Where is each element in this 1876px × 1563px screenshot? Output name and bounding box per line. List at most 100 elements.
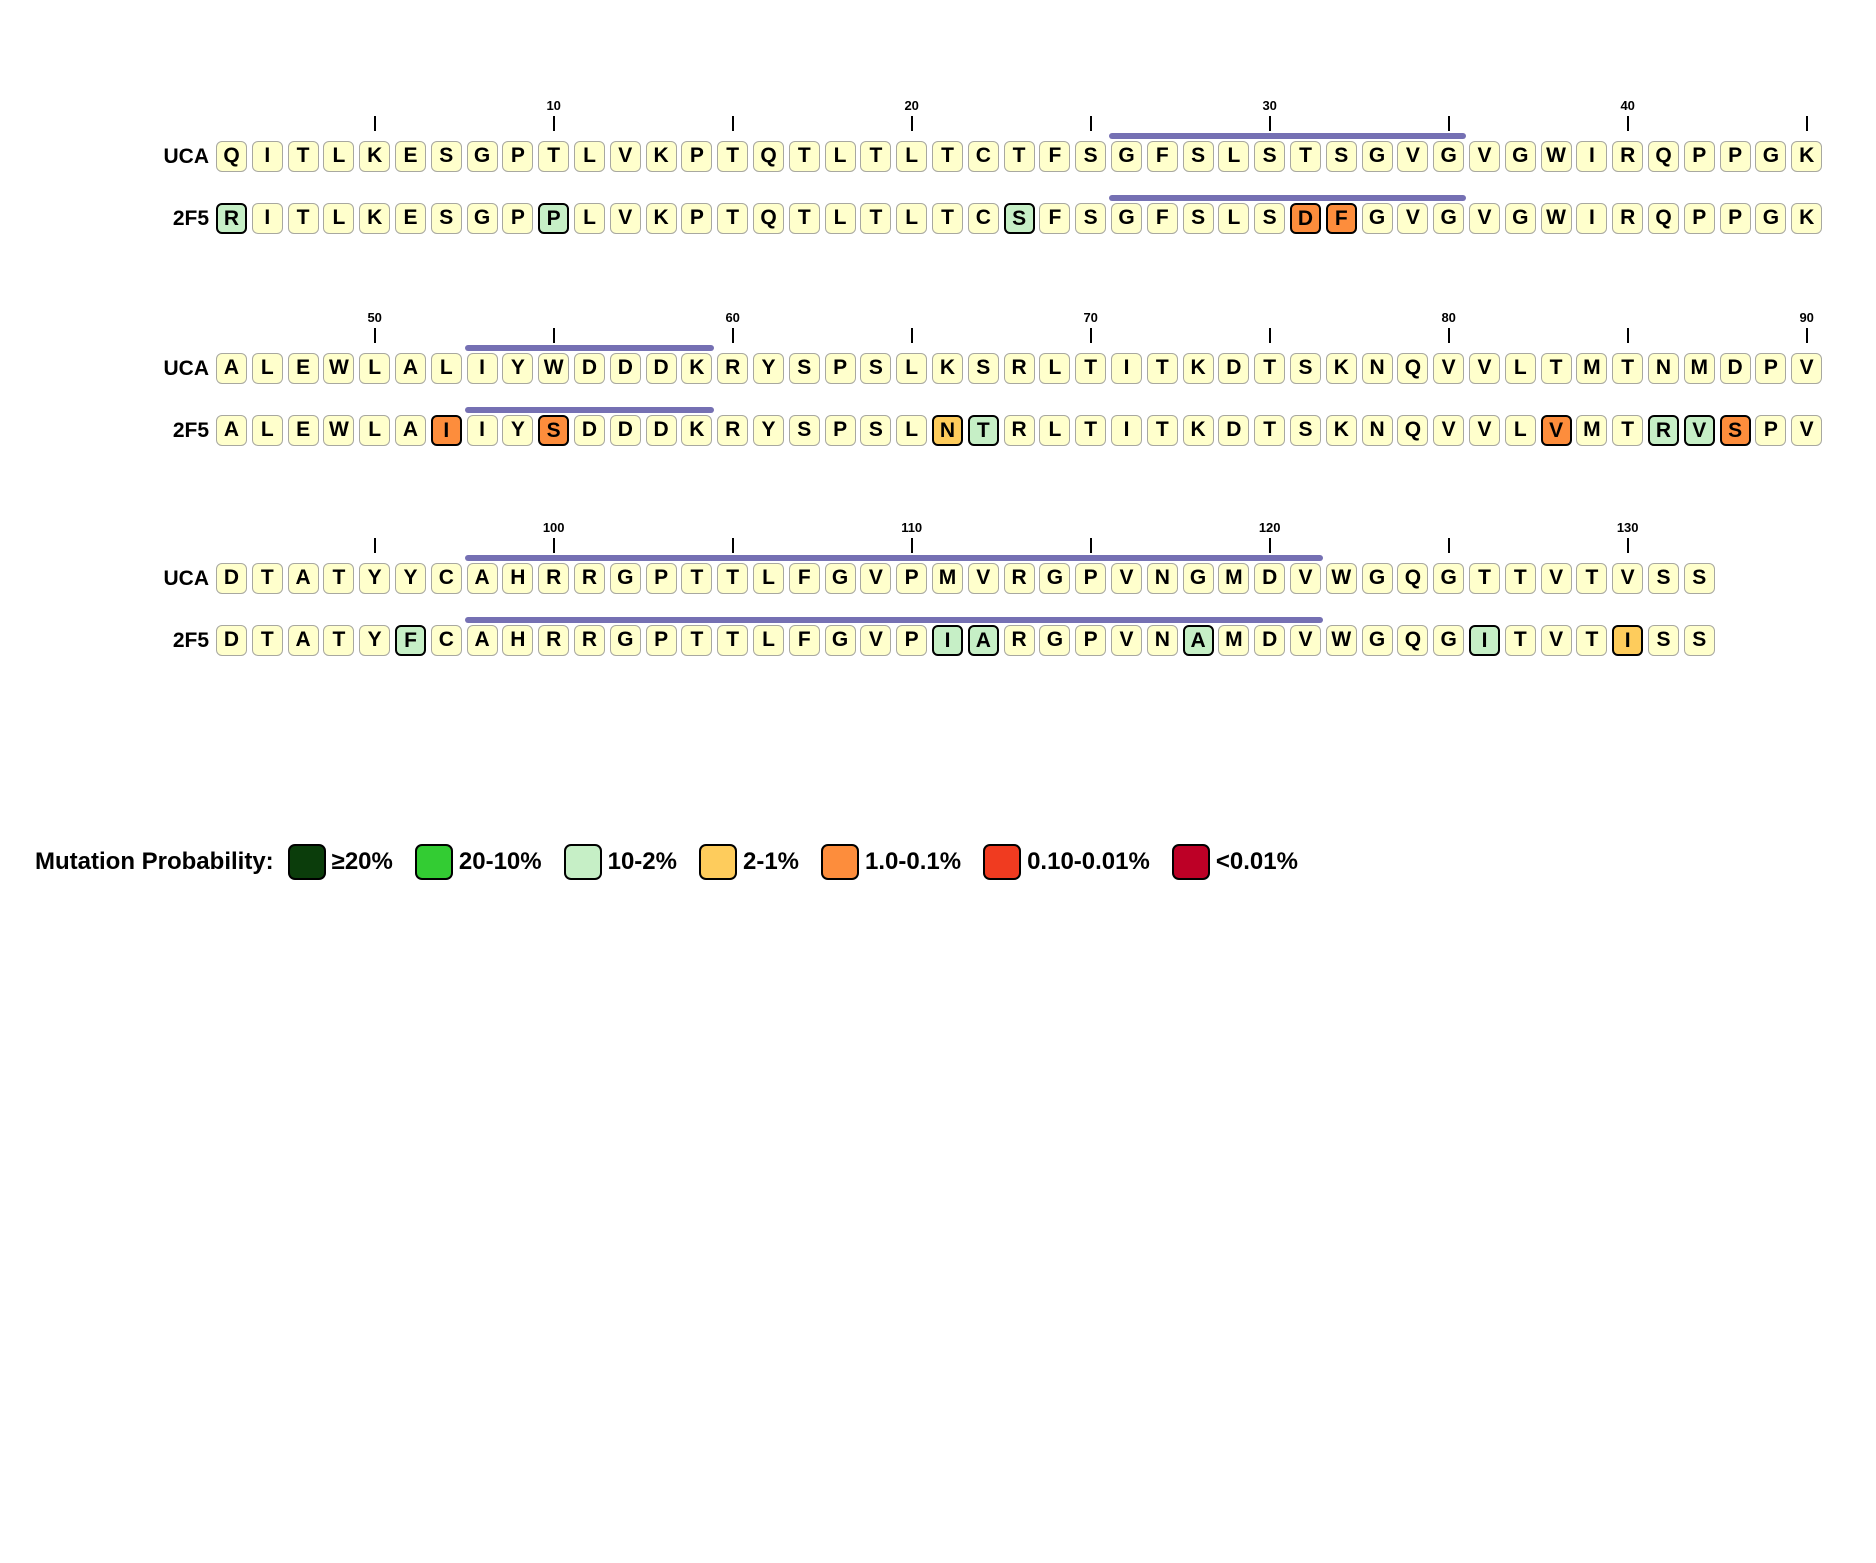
residue-uca-45: K xyxy=(1791,141,1823,172)
residue-mature-76: S xyxy=(1290,415,1321,446)
position-tick xyxy=(373,116,376,131)
position-tick-label: 60 xyxy=(725,310,740,325)
residue-mature-8: G xyxy=(466,203,498,234)
cdr-region-bar xyxy=(464,555,1323,561)
position-tick xyxy=(1626,116,1629,131)
residue-mature-82: L xyxy=(1504,415,1536,446)
legend-label: 0.10-0.01% xyxy=(1027,848,1150,875)
residue-mature-72: T xyxy=(1146,415,1178,446)
mutated-residue-83: V xyxy=(1540,415,1572,446)
residue-mature-124: Q xyxy=(1397,625,1429,656)
mutated-residue-31: D xyxy=(1290,203,1321,234)
mutation-probability-legend: Mutation Probability: ≥20%20-10%10-2%2-1… xyxy=(35,843,1320,881)
legend-item-p2_1: 2-1% xyxy=(698,844,799,880)
residue-uca-89: P xyxy=(1755,353,1787,384)
residue-uca-16: Q xyxy=(753,141,784,172)
residue-mature-123: G xyxy=(1361,625,1393,656)
residue-uca-11: L xyxy=(574,141,605,172)
position-tick xyxy=(1089,328,1092,343)
residue-uca-20: L xyxy=(896,141,928,172)
uca-row-label: UCA xyxy=(163,567,210,590)
residue-uca-107: F xyxy=(788,563,820,594)
residue-uca-86: N xyxy=(1648,353,1679,384)
residue-uca-125: G xyxy=(1433,563,1465,594)
residue-uca-115: P xyxy=(1075,563,1107,594)
residue-uca-3: T xyxy=(287,141,319,172)
legend-label: 1.0-0.1% xyxy=(865,848,962,875)
residue-uca-102: G xyxy=(609,563,641,594)
residue-mature-70: T xyxy=(1075,415,1107,446)
mutated-residue-88: S xyxy=(1719,415,1751,446)
residue-uca-92: T xyxy=(251,563,283,594)
residue-uca-2: I xyxy=(251,141,283,172)
residue-mature-89: P xyxy=(1755,415,1787,446)
residue-uca-52: L xyxy=(430,353,462,384)
residue-mature-36: V xyxy=(1469,203,1500,234)
residue-uca-50: L xyxy=(359,353,391,384)
residue-uca-128: V xyxy=(1540,563,1572,594)
residue-uca-31: T xyxy=(1290,141,1321,172)
residue-uca-35: G xyxy=(1433,141,1465,172)
residue-uca-48: E xyxy=(287,353,319,384)
residue-mature-120: D xyxy=(1254,625,1286,656)
mutated-residue-86: R xyxy=(1648,415,1679,446)
position-tick-label: 130 xyxy=(1616,520,1639,535)
residue-uca-69: L xyxy=(1039,353,1071,384)
residue-uca-1: Q xyxy=(216,141,247,172)
position-tick xyxy=(373,538,376,553)
residue-uca-90: V xyxy=(1791,353,1823,384)
residue-uca-119: M xyxy=(1218,563,1250,594)
residue-uca-21: T xyxy=(932,141,963,172)
position-tick xyxy=(1805,328,1808,343)
residue-mature-24: F xyxy=(1039,203,1071,234)
legend-swatch xyxy=(287,844,326,880)
residue-uca-62: S xyxy=(788,353,820,384)
residue-mature-97: C xyxy=(430,625,462,656)
position-tick-label: 30 xyxy=(1262,98,1277,113)
residue-uca-14: P xyxy=(681,141,713,172)
residue-mature-35: G xyxy=(1433,203,1465,234)
position-tick-label: 40 xyxy=(1620,98,1635,113)
residue-mature-110: P xyxy=(896,625,928,656)
residue-mature-125: G xyxy=(1433,625,1465,656)
residue-uca-123: G xyxy=(1361,563,1393,594)
residue-mature-57: D xyxy=(609,415,641,446)
position-tick xyxy=(731,538,734,553)
position-tick xyxy=(1626,538,1629,553)
legend-item-lt001: <0.01% xyxy=(1171,844,1298,880)
legend-label: 20-10% xyxy=(458,848,542,875)
residue-mature-26: G xyxy=(1111,203,1142,234)
residue-uca-88: D xyxy=(1719,353,1751,384)
legend-label: ≥20% xyxy=(331,848,393,875)
residue-uca-44: G xyxy=(1755,141,1787,172)
residue-mature-46: A xyxy=(216,415,247,446)
residue-uca-53: I xyxy=(466,353,498,384)
residue-uca-47: L xyxy=(251,353,283,384)
residue-uca-131: S xyxy=(1648,563,1679,594)
position-tick xyxy=(1268,116,1271,131)
residue-mature-81: V xyxy=(1469,415,1500,446)
residue-uca-37: G xyxy=(1504,141,1536,172)
residue-mature-99: H xyxy=(502,625,534,656)
residue-uca-57: D xyxy=(609,353,641,384)
residue-mature-106: L xyxy=(753,625,784,656)
residue-mature-63: P xyxy=(824,415,856,446)
residue-mature-107: F xyxy=(788,625,820,656)
legend-swatch xyxy=(414,844,453,880)
residue-uca-18: L xyxy=(824,141,856,172)
legend-item-p1_01: 1.0-0.1% xyxy=(821,844,961,880)
residue-uca-93: A xyxy=(287,563,319,594)
residue-mature-122: W xyxy=(1325,625,1357,656)
residue-uca-17: T xyxy=(788,141,820,172)
residue-mature-109: V xyxy=(860,625,892,656)
residue-mature-14: P xyxy=(681,203,713,234)
residue-uca-81: V xyxy=(1469,353,1500,384)
residue-uca-103: P xyxy=(645,563,677,594)
residue-uca-28: S xyxy=(1182,141,1214,172)
residue-uca-80: V xyxy=(1433,353,1465,384)
residue-uca-129: T xyxy=(1576,563,1608,594)
residue-uca-49: W xyxy=(323,353,355,384)
residue-mature-2: I xyxy=(251,203,283,234)
residue-uca-100: R xyxy=(538,563,570,594)
